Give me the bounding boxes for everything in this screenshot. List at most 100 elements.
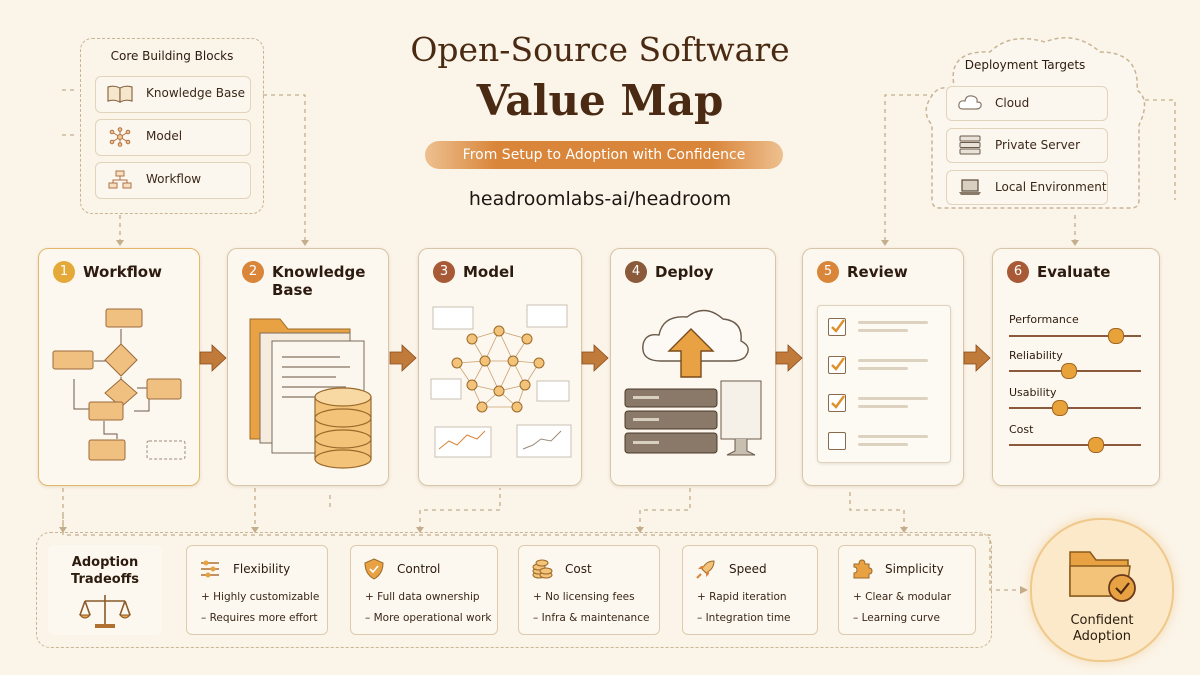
checklist-line [858, 367, 908, 370]
tradeoff-pro: + Rapid iteration [697, 591, 787, 603]
scales-icon [79, 595, 131, 628]
tradeoff-title: Simplicity [885, 562, 944, 576]
block-knowledge-base[interactable]: Knowledge Base [95, 76, 251, 113]
metric-reliability-label: Reliability [1009, 349, 1063, 362]
stage-name: Workflow [83, 263, 162, 281]
flowchart-icon [106, 170, 134, 190]
tradeoff-pro: + Full data ownership [365, 591, 480, 603]
checked-checkbox-icon[interactable] [828, 356, 846, 374]
checklist-line [858, 359, 928, 362]
cloud-server-illustration [624, 309, 762, 456]
stage-number: 3 [433, 261, 455, 283]
checklist-line [858, 443, 908, 446]
stage-number: 4 [625, 261, 647, 283]
title-line-2: Value Map [476, 76, 724, 125]
tradeoff-title: Speed [729, 562, 767, 576]
deploy-label: Cloud [995, 96, 1030, 110]
tradeoffs-panel [36, 532, 992, 648]
confident-adoption-badge[interactable]: Confident Adoption [1030, 518, 1174, 662]
tradeoff-con: – Infra & maintenance [533, 612, 650, 624]
folder-database-illustration [249, 318, 372, 469]
arrow-2-3-icon [389, 344, 417, 372]
tradeoff-pro: + No licensing fees [533, 591, 635, 603]
tradeoff-cost[interactable]: Cost + No licensing fees – Infra & maint… [518, 545, 660, 635]
outcome-line-2: Adoption [1072, 629, 1132, 644]
tradeoff-flexibility[interactable]: Flexibility + Highly customizable – Requ… [186, 545, 328, 635]
deployment-targets-panel: Cloud Private Server Local Environment [932, 86, 1132, 216]
tradeoff-pro: + Highly customizable [201, 591, 320, 603]
checked-checkbox-icon[interactable] [828, 394, 846, 412]
arrow-4-5-icon [775, 344, 803, 372]
title-line-1: Open-Source Software [410, 30, 790, 69]
tradeoff-control[interactable]: Control + Full data ownership – More ope… [350, 545, 498, 635]
stage-number: 5 [817, 261, 839, 283]
deploy-local-environment[interactable]: Local Environment [946, 170, 1108, 205]
tradeoff-title: Flexibility [233, 562, 291, 576]
stage-name: Model [463, 263, 515, 281]
stage-name: Knowledge Base [272, 263, 366, 299]
block-workflow[interactable]: Workflow [95, 162, 251, 199]
stage-model[interactable]: 3 Model [418, 248, 582, 486]
stage-number: 2 [242, 261, 264, 283]
metric-cost-slider[interactable] [1009, 437, 1141, 453]
tradeoff-title: Cost [565, 562, 592, 576]
checklist [817, 305, 951, 463]
metric-performance-slider[interactable] [1009, 328, 1141, 344]
panel-title: Core Building Blocks [110, 49, 234, 63]
tradeoff-con: – More operational work [365, 612, 492, 624]
shield-icon [363, 558, 385, 580]
checked-checkbox-icon[interactable] [828, 318, 846, 336]
core-building-blocks-panel: Core Building Blocks Knowledge Base Mode… [80, 38, 264, 214]
arrow-5-6-icon [963, 344, 991, 372]
metric-usability-label: Usability [1009, 386, 1057, 399]
deployment-title: Deployment Targets [964, 58, 1086, 72]
block-model[interactable]: Model [95, 119, 251, 156]
checklist-line [858, 329, 908, 332]
stage-name: Review [847, 263, 908, 281]
stage-evaluate[interactable]: 6 Evaluate Performance Reliability Usabi… [992, 248, 1160, 486]
metric-reliability-slider[interactable] [1009, 363, 1141, 379]
deploy-private-server[interactable]: Private Server [946, 128, 1108, 163]
tradeoff-con: – Learning curve [853, 612, 940, 624]
block-label: Model [146, 129, 183, 143]
stage-name: Deploy [655, 263, 714, 281]
arrow-1-2-icon [199, 344, 227, 372]
stage-workflow[interactable]: 1 Workflow [38, 248, 200, 486]
deploy-label: Local Environment [995, 180, 1107, 194]
deploy-label: Private Server [995, 138, 1081, 152]
repo-name[interactable]: headroomlabs-ai/headroom [468, 188, 732, 210]
checklist-line [858, 405, 908, 408]
tradeoffs-header: Adoption Tradeoffs [48, 545, 162, 635]
slider-knob[interactable] [1052, 400, 1069, 416]
stage-review[interactable]: 5 Review [802, 248, 964, 486]
laptop-icon [957, 177, 983, 197]
tradeoffs-title-1: Adoption [71, 555, 139, 570]
book-icon [106, 84, 134, 104]
slider-knob[interactable] [1061, 363, 1078, 379]
puzzle-icon [851, 558, 873, 580]
stage-deploy[interactable]: 4 Deploy [610, 248, 776, 486]
slider-knob[interactable] [1107, 328, 1124, 344]
unchecked-checkbox-icon[interactable] [828, 432, 846, 450]
slider-knob[interactable] [1087, 437, 1104, 453]
arrow-3-4-icon [581, 344, 609, 372]
stage-name: Evaluate [1037, 263, 1111, 281]
coins-icon [531, 558, 553, 580]
tradeoff-simplicity[interactable]: Simplicity + Clear & modular – Learning … [838, 545, 976, 635]
neural-network-illustration [430, 304, 572, 458]
tradeoff-speed[interactable]: Speed + Rapid iteration – Integration ti… [682, 545, 818, 635]
tradeoffs-title-2: Tradeoffs [71, 572, 139, 587]
deployment-cloud-outline [925, 37, 1146, 209]
metric-performance-label: Performance [1009, 313, 1079, 326]
stage-knowledge-base[interactable]: 2 Knowledge Base [227, 248, 389, 486]
deploy-cloud[interactable]: Cloud [946, 86, 1108, 121]
stage-number: 6 [1007, 261, 1029, 283]
metric-usability-slider[interactable] [1009, 400, 1141, 416]
folder-check-icon [1069, 551, 1136, 602]
tradeoff-pro: + Clear & modular [853, 591, 952, 603]
checklist-line [858, 321, 928, 324]
checklist-line [858, 435, 928, 438]
sliders-icon [199, 558, 221, 580]
